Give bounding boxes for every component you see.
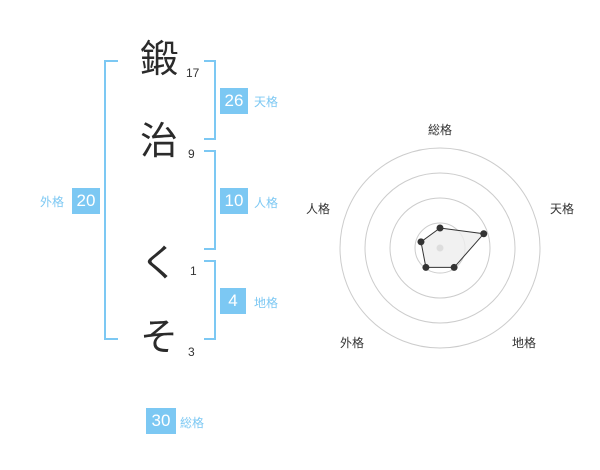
name-char-2: 治 xyxy=(140,119,179,163)
tenkaku-label: 天格 xyxy=(254,95,279,109)
radar-point-2 xyxy=(480,230,488,238)
gaikaku-value: 20 xyxy=(72,188,100,214)
radar-axis-label-chikaku: 地格 xyxy=(512,335,536,350)
radar-ring-4 xyxy=(339,147,541,349)
chikaku-bracket xyxy=(204,260,216,340)
stroke-count-4: 3 xyxy=(188,345,195,359)
radar-axis-label-soukaku: 総格 xyxy=(428,122,452,137)
soukaku-value: 30 xyxy=(146,408,176,434)
jinkaku-value: 10 xyxy=(220,188,248,214)
radar-ring-3 xyxy=(364,172,516,324)
radar-point-1 xyxy=(436,224,444,232)
chikaku-label: 地格 xyxy=(254,296,279,310)
gaikaku-bracket xyxy=(104,60,118,340)
name-char-1: 鍛 xyxy=(140,37,179,81)
name-char-4: そ xyxy=(140,315,179,359)
radar-point-4 xyxy=(422,263,430,271)
jinkaku-bracket xyxy=(204,150,216,250)
radar-axis-label-jinkaku: 人格 xyxy=(306,201,330,216)
tenkaku-value: 26 xyxy=(220,88,248,114)
radar-points xyxy=(417,224,488,271)
radar-point-5 xyxy=(417,238,425,246)
chikaku-value: 4 xyxy=(220,288,246,314)
radar-axis-label-tenkaku: 天格 xyxy=(550,201,574,216)
stroke-count-3: 1 xyxy=(190,264,197,278)
radar-center-dot xyxy=(436,244,444,252)
jinkaku-label: 人格 xyxy=(254,196,279,210)
radar-axis-label-gaikaku: 外格 xyxy=(340,335,364,350)
name-char-3: く xyxy=(140,241,179,285)
gaikaku-label: 外格 xyxy=(40,195,65,209)
radar-ring-2 xyxy=(389,197,491,299)
stroke-count-1: 17 xyxy=(186,66,200,80)
stroke-count-2: 9 xyxy=(188,147,195,161)
radar-point-3 xyxy=(450,263,458,271)
tenkaku-bracket xyxy=(204,60,216,140)
radar-polygon xyxy=(420,227,485,268)
soukaku-label: 総格 xyxy=(180,416,205,430)
